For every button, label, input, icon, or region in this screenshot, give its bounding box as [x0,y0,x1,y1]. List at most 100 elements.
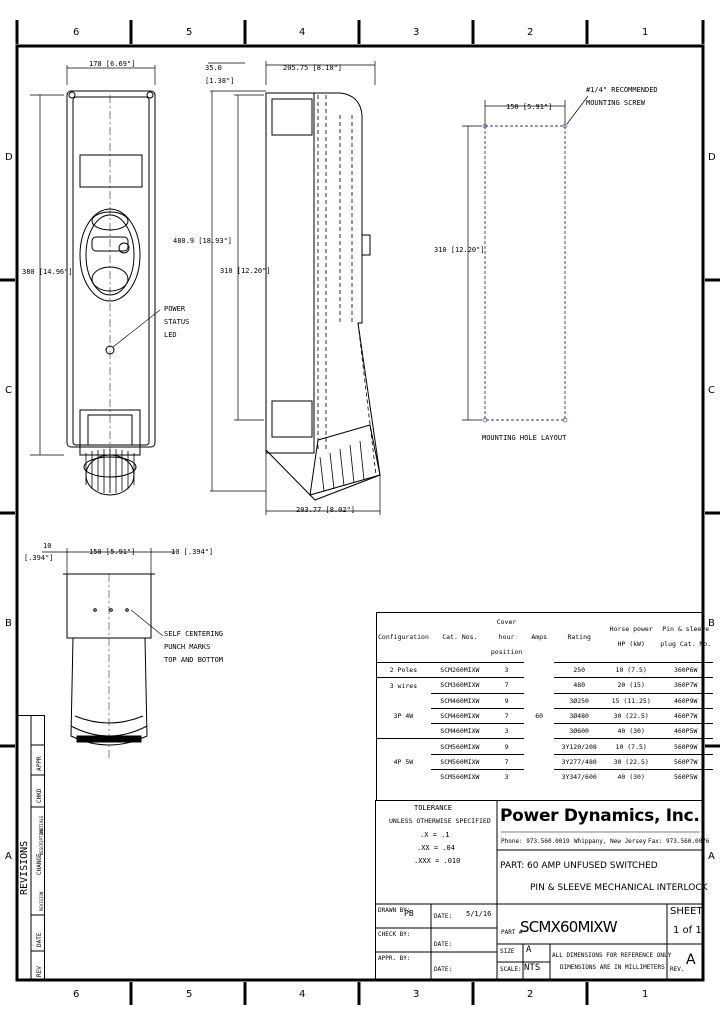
tolerance-title: TOLERANCE [414,804,452,812]
table-row: SCM560MIXW 9 3Y120/208 10 (7.5) 560P9W [376,738,714,755]
col-label-4-bottom: 4 [299,989,306,1000]
cell-cat: SCM460MIXW [430,707,489,724]
col-label-5: 5 [186,27,193,38]
cell-cat: SCM460MIXW [430,692,489,709]
rev-header-appr: APPR [36,756,43,771]
rev-header-date: DATE [36,932,43,947]
cell-position: 7 [488,677,525,694]
cell-amps [524,770,554,785]
col-label-2-bottom: 2 [527,989,534,1000]
table-row: SCM460MIXW 9 3Ø250 15 (11.25) 460P9W [376,692,714,709]
front-height-dim: 380 [14.96"] [22,268,73,276]
cell-config: 3P 4W [393,712,414,721]
cell-cat: SCM560MIXW [430,738,489,755]
tolerance-line-xx: .XX = .04 [417,844,455,852]
led-note-line3: LED [164,331,177,339]
size-value: A [526,945,532,955]
sheet-label: SHEET [670,906,703,917]
col-label-6: 6 [73,27,80,38]
drawn-date-label: DATE: [434,913,453,920]
side-depth-bottom-dim: 203.77 [8.02"] [296,506,356,514]
title-block-grid [375,800,703,980]
cell-hp: 40 (30) [604,769,659,785]
cell-config [376,724,431,739]
rev-value: A [686,952,696,968]
table-row: 4P 5W SCM560MIXW 7 3Y277/480 30 (22.5) 5… [376,753,714,770]
side-view-drawing [208,61,381,515]
part-number-label: PART # [501,929,523,936]
row-label-b-right: B [708,618,715,629]
rev-sub-initials: INITIALS [39,815,44,835]
part-description-line2: PIN & SLEEVE MECHANICAL INTERLOCK [530,883,708,893]
cell-plug: 460P9W [658,692,714,709]
bottom-left-dim-line2: [.394"] [24,554,54,562]
size-label: SIZE [500,948,515,955]
cell-rating: 3Ø250 [554,692,605,709]
cell-rating: 3Ø600 [554,723,605,739]
table-row: SCM460MIXW 3 3Ø600 40 (30) 460P5W [376,723,714,739]
cell-rating: 3Y347/600 [554,769,605,785]
cell-config [376,770,431,785]
revisions-title: REVISIONS [19,841,30,895]
cell-position: 3 [488,661,525,678]
cell-plug: 560P5W [658,769,714,785]
part-number: SCMX60MIXW [520,918,618,936]
col-label-6-bottom: 6 [73,989,80,1000]
cell-hp: 15 (11.25) [604,692,659,709]
cell-hp: 30 (22.5) [604,753,659,770]
screw-note-line1: #1/4" RECOMMENDED [586,86,658,94]
col-label-3-bottom: 3 [413,989,420,1000]
rev-header-rev: REV [36,966,43,977]
cell-hp: 10 (7.5) [604,738,659,755]
bottom-note-line2: PUNCH MARKS [164,643,211,651]
hdr-rating: Rating [567,632,591,641]
side-top-dim-line1: 35.0 [205,64,222,72]
spec-header-row: Configuration Cat. Nos. Cover hour posit… [376,612,713,663]
drawn-label: DRAWN BY: [378,907,411,914]
side-height-inner-dim: 310 [12.20"] [220,267,271,275]
mounting-width-dim: 150 [5.91"] [506,103,553,111]
hdr-cat-nos: Cat. Nos. [442,632,478,641]
cell-cat: SCM560MIXW [430,753,489,770]
appr-date-label: DATE: [434,966,453,973]
cell-cat: SCM360MIXW [430,677,489,694]
scale-label: SCALE: [500,966,522,973]
cell-amps [524,724,554,739]
cell-position: 7 [488,707,525,724]
side-depth-top-dim: 205.75 [8.10"] [283,64,343,72]
col-label-1-bottom: 1 [642,989,649,1000]
cell-config: 4P 5W [393,757,414,766]
company-fax: Fax: 973.560.0076 [648,838,710,845]
hdr-cover-hour: Cover hour position [490,617,523,656]
scale-value: NTS [524,963,541,973]
mounting-layout-drawing [462,95,589,423]
col-label-5-bottom: 5 [186,989,193,1000]
cell-hp: 20 (15) [604,677,659,694]
cell-amps [524,663,554,678]
cell-plug: 360P7W [658,677,714,694]
reference-note-line1: ALL DIMENSIONS FOR REFERENCE ONLY [552,952,672,959]
tolerance-line-x: .X = .1 [420,831,450,839]
spec-table: Configuration Cat. Nos. Cover hour posit… [376,612,714,785]
side-top-dim-line2: [1.38"] [205,77,235,85]
company-city: Whippany, New Jersey [574,838,647,845]
row-label-c: C [5,385,12,396]
bottom-width-dim: 150 [5.91"] [89,548,136,556]
part-description-line1: PART: 60 AMP UNFUSED SWITCHED [500,861,658,871]
cell-rating: 480 [554,677,605,694]
cell-position: 7 [488,753,525,770]
bottom-note-line3: TOP AND BOTTOM [164,656,224,664]
mounting-height-dim: 310 [12.20"] [434,246,485,254]
rev-sub-revision: REVISION [39,891,44,911]
company-name: Power Dynamics, Inc. [500,806,700,826]
cell-config: 2 Poles [376,661,431,678]
table-row: 2 Poles SCM260MIXW 3 250 10 (7.5) 360P6W [376,661,714,678]
led-note-line2: STATUS [164,318,190,326]
front-view-drawing [30,65,161,496]
cell-position: 3 [488,723,525,739]
col-label-4: 4 [299,27,306,38]
bottom-right-dim: 10 [.394"] [171,548,214,556]
check-date-label: DATE: [434,941,453,948]
hdr-horse-power: Horse power HP (kW) [609,625,653,648]
sheet-value: 1 of 1 [673,925,702,936]
